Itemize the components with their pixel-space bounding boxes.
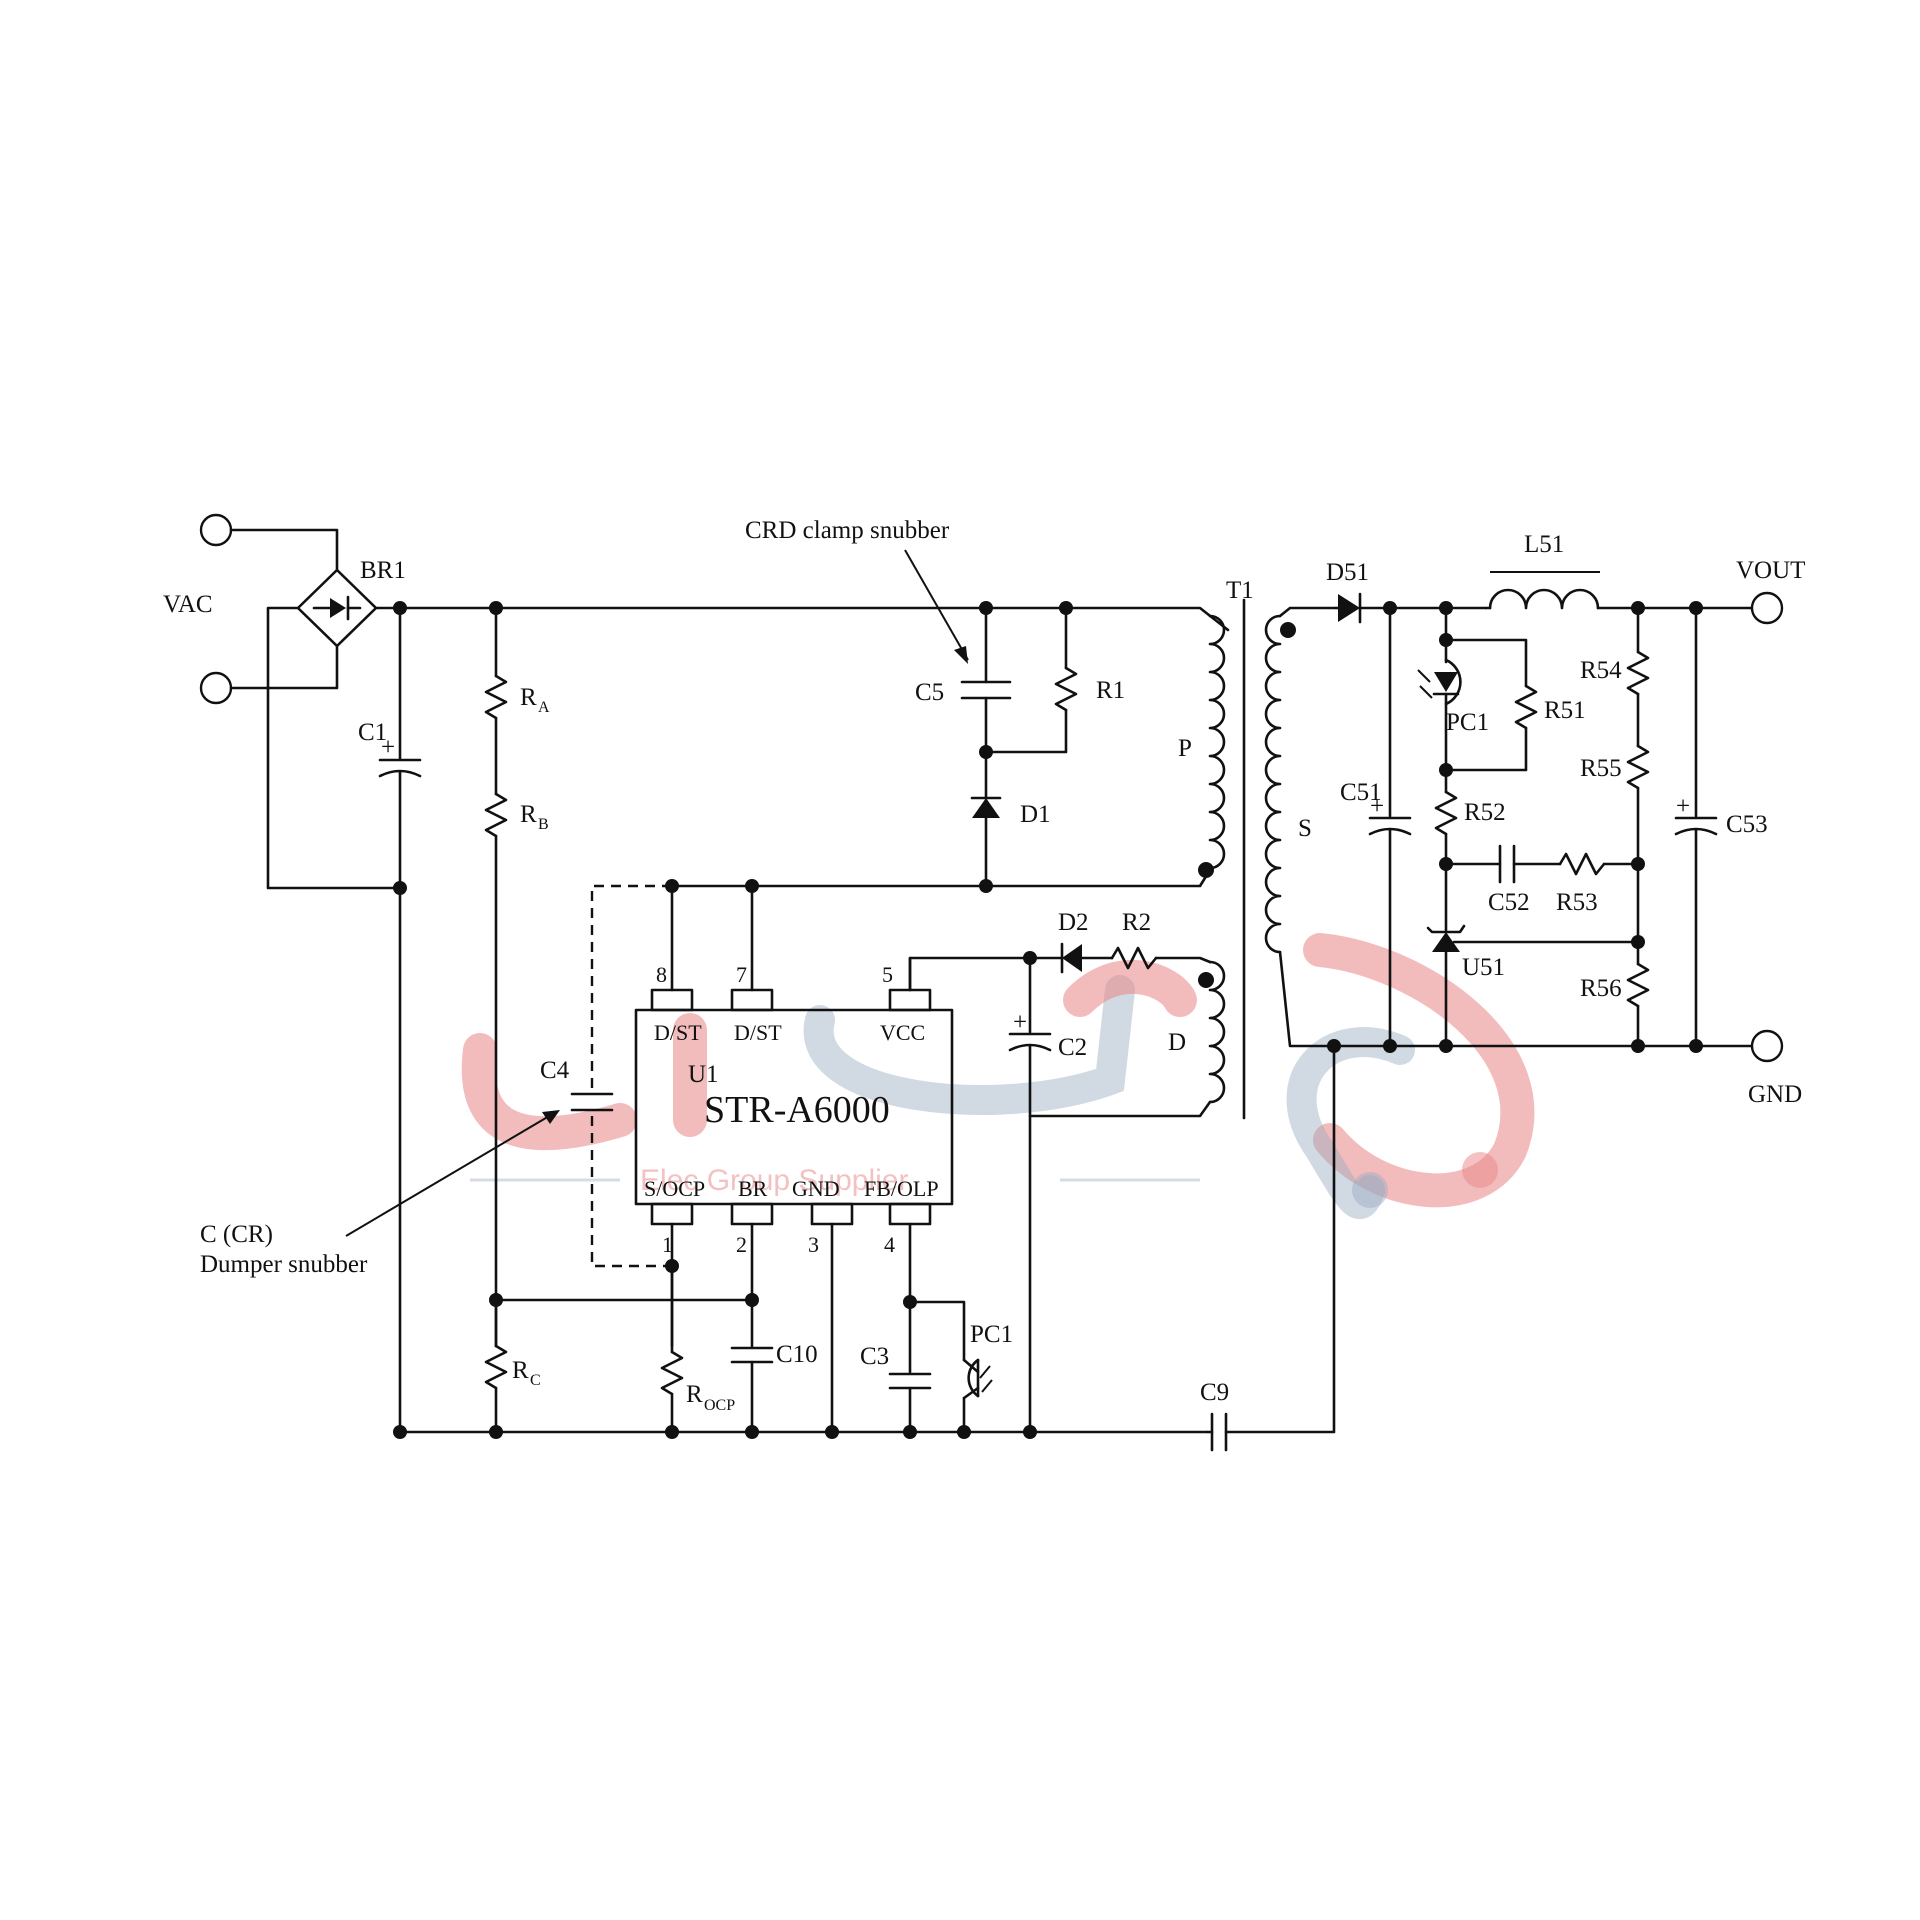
output-terminals: VOUT GND — [1736, 557, 1805, 1108]
resistor-rc: R C — [484, 1298, 541, 1434]
pin-8-num: 8 — [656, 962, 667, 987]
svg-text:OCP: OCP — [704, 1397, 735, 1414]
vac-label: VAC — [163, 591, 213, 618]
bridge-rectifier-br1: BR1 — [296, 557, 406, 648]
svg-text:B: B — [538, 816, 549, 833]
pin-2-name: BR — [738, 1176, 768, 1201]
p-winding-label: P — [1178, 735, 1192, 762]
svg-text:C: C — [530, 1372, 541, 1389]
capacitor-c51: C51 + — [1340, 606, 1412, 1048]
resistor-rocp: R OCP — [660, 1264, 735, 1434]
transformer-t1: T1 P S D — [1168, 577, 1338, 1120]
r1-label: R1 — [1096, 677, 1125, 704]
rb-label: R — [520, 801, 537, 828]
br1-label: BR1 — [360, 557, 406, 584]
cr-label-line1: C (CR) — [200, 1221, 273, 1248]
capacitor-c10: C10 — [730, 1298, 818, 1434]
c1-label: C1 — [358, 719, 387, 746]
l51-label: L51 — [1524, 531, 1564, 558]
d51-label: D51 — [1326, 559, 1369, 586]
ic-ref: U1 — [688, 1061, 719, 1088]
pin-4-name: FB/OLP — [864, 1176, 939, 1201]
resistor-ra: R A — [484, 606, 550, 796]
watermark-text: Elec Group Supplier — [640, 1164, 908, 1197]
aux-supply: + C2 D2 R2 — [908, 909, 1158, 1434]
vout-terminal — [1750, 591, 1784, 625]
junction-dots — [393, 601, 1703, 1439]
ic-part-number: STR-A6000 — [704, 1089, 890, 1131]
pin-7-name: D/ST — [734, 1020, 782, 1045]
svg-text:A: A — [538, 699, 550, 716]
capacitor-c1: C1 + — [358, 606, 422, 1434]
r51-label: R51 — [1544, 697, 1586, 724]
vout-label: VOUT — [1736, 557, 1805, 584]
pin-3-name: GND — [792, 1176, 840, 1201]
shunt-regulator-u51: U51 — [1426, 862, 1640, 1048]
c53-label: C53 — [1726, 811, 1768, 838]
gnd-terminal — [1750, 1029, 1784, 1063]
gnd-label: GND — [1748, 1081, 1802, 1108]
pin-5-name: VCC — [880, 1020, 925, 1045]
c52-r53-network: C52 R53 — [1444, 844, 1640, 916]
optocoupler-pc1-transistor: PC1 — [962, 1321, 1013, 1434]
ra-label: R — [520, 684, 537, 711]
diode-d51: D51 — [1326, 559, 1488, 624]
d2-label: D2 — [1058, 909, 1089, 936]
r52-label: R52 — [1464, 799, 1506, 826]
c4-label: C4 — [540, 1057, 570, 1084]
vac-terminal-1 — [199, 513, 233, 547]
ac-input: VAC — [163, 513, 402, 890]
resistor-divider: R54 R55 R56 — [1580, 606, 1650, 1048]
t1-label: T1 — [1226, 577, 1254, 604]
svg-text:+: + — [381, 734, 395, 761]
svg-text:+: + — [1013, 1009, 1027, 1036]
watermark-logo: Elec Group Supplier — [461, 933, 1535, 1219]
pin-1-num: 1 — [662, 1232, 673, 1257]
rc-label: R — [512, 1357, 529, 1384]
r54-label: R54 — [1580, 657, 1622, 684]
inductor-l51: L51 — [1484, 531, 1752, 610]
c10-label: C10 — [776, 1341, 818, 1368]
pin-7-num: 7 — [736, 962, 747, 987]
r56-label: R56 — [1580, 975, 1622, 1002]
c52-label: C52 — [1488, 889, 1530, 916]
c3-label: C3 — [860, 1343, 889, 1370]
pin-1-name: S/OCP — [644, 1176, 705, 1201]
pin-5-num: 5 — [882, 962, 893, 987]
pin-2-num: 2 — [736, 1232, 747, 1257]
resistor-rb: R B — [484, 792, 549, 1348]
u51-label: U51 — [1462, 954, 1505, 981]
capacitor-c9: C9 — [1200, 1044, 1336, 1452]
ic-body — [634, 1008, 954, 1206]
optocoupler-pc1-led: PC1 R51 — [1417, 606, 1586, 772]
cr-label-line2: Dumper snubber — [200, 1251, 368, 1278]
s-winding-label: S — [1298, 815, 1312, 842]
capacitor-c4-damper: C4 C (CR) Dumper snubber — [200, 884, 672, 1278]
capacitor-c53: + C53 — [1674, 606, 1768, 1048]
d-winding-label: D — [1168, 1029, 1186, 1056]
c9-label: C9 — [1200, 1379, 1229, 1406]
capacitor-c3: C3 — [860, 1300, 932, 1434]
crd-label: CRD clamp snubber — [745, 517, 950, 544]
rocp-label: R — [686, 1381, 703, 1408]
resistor-r52: R52 — [1434, 768, 1506, 866]
svg-text:+: + — [1370, 793, 1384, 820]
pc1-secondary-label: PC1 — [1446, 709, 1489, 736]
vac-terminal-2 — [199, 671, 233, 705]
c51-label: C51 — [1340, 779, 1382, 806]
r2-label: R2 — [1122, 909, 1151, 936]
c2-label: C2 — [1058, 1034, 1087, 1061]
crd-clamp-snubber: C5 R1 D1 CRD clamp snubber — [745, 517, 1125, 888]
r53-label: R53 — [1556, 889, 1598, 916]
pin-4-num: 4 — [884, 1232, 895, 1257]
c5-label: C5 — [915, 679, 944, 706]
pin-8-name: D/ST — [654, 1020, 702, 1045]
d1-label: D1 — [1020, 801, 1051, 828]
r55-label: R55 — [1580, 755, 1622, 782]
svg-text:+: + — [1676, 793, 1690, 820]
pc1-primary-label: PC1 — [970, 1321, 1013, 1348]
pin-3-num: 3 — [808, 1232, 819, 1257]
